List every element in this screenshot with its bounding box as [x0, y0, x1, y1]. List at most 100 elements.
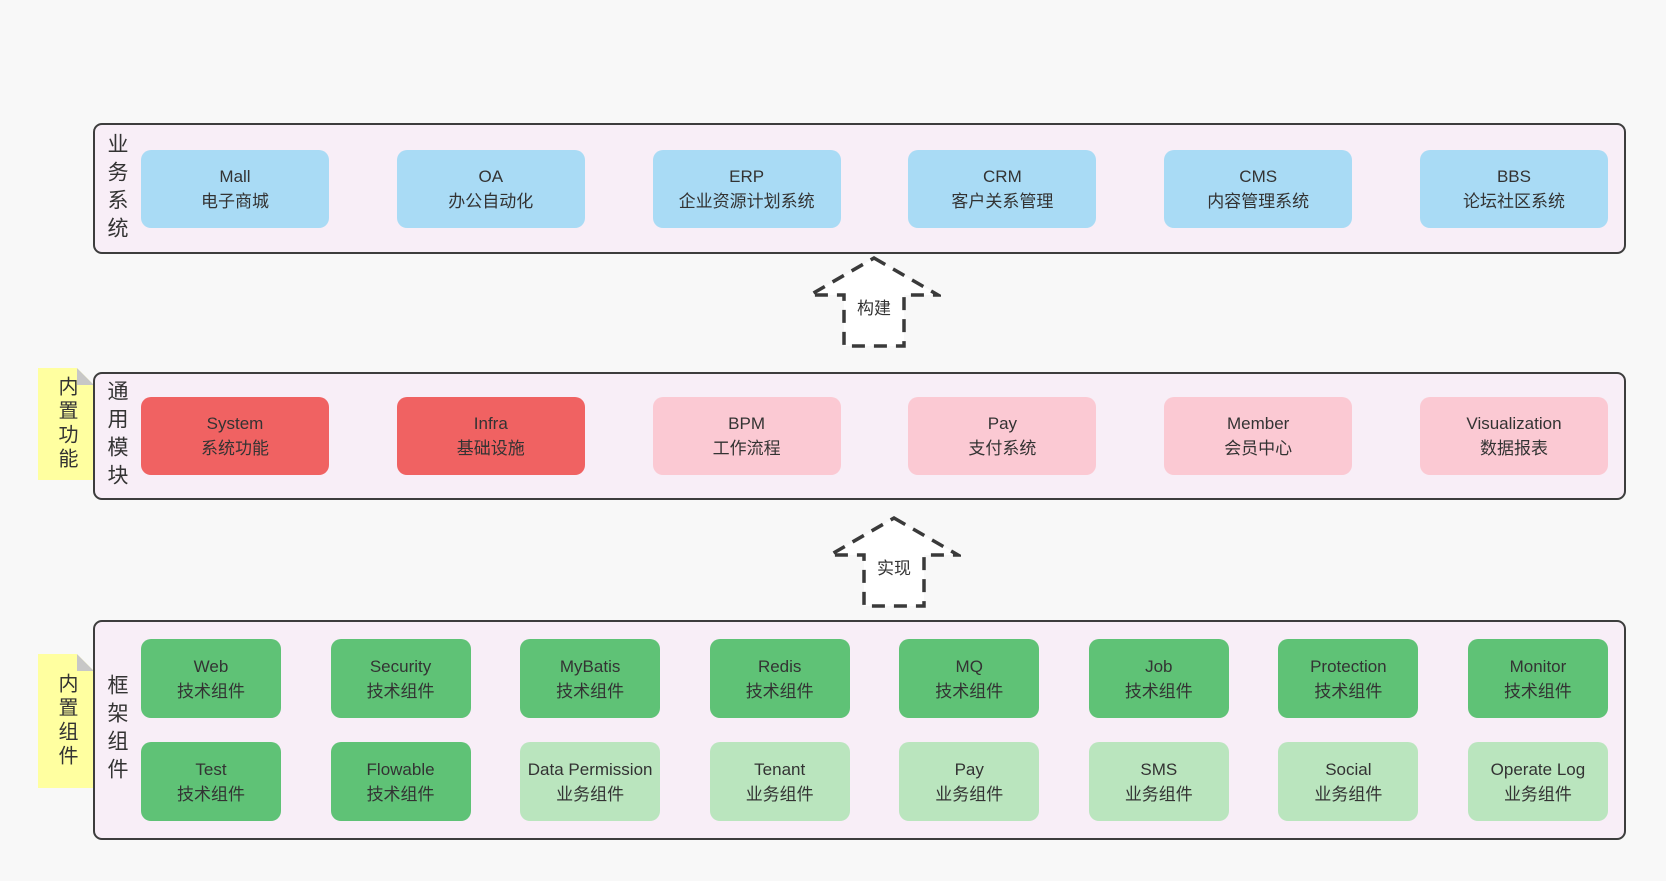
box-crm: CRM 客户关系管理	[908, 149, 1097, 228]
build-arrow-label: 构建	[854, 293, 894, 320]
builtin-components-note-text: 内置组件	[55, 673, 77, 769]
box-social: Social 业务组件	[1278, 742, 1419, 821]
box-subtitle: 业务组件	[556, 784, 625, 804]
box-title: CMS	[1239, 166, 1278, 186]
note-fold-corner-icon	[77, 368, 94, 385]
box-subtitle: 支付系统	[968, 439, 1037, 458]
box-subtitle: 系统功能	[201, 439, 269, 458]
box-title: Social	[1325, 759, 1372, 779]
box-test: Test 技术组件	[141, 742, 281, 821]
box-subtitle: 业务组件	[1314, 784, 1383, 804]
box-cms: CMS 内容管理系统	[1164, 149, 1353, 228]
box-title: ERP	[729, 166, 765, 186]
box-bbs: BBS 论坛社区系统	[1419, 149, 1608, 228]
box-job: Job 技术组件	[1088, 639, 1229, 718]
box-subtitle: 基础设施	[456, 439, 525, 458]
box-subtitle: 技术组件	[1124, 681, 1193, 701]
box-sms: SMS 业务组件	[1088, 742, 1229, 821]
box-subtitle: 技术组件	[366, 681, 435, 701]
box-title: Protection	[1310, 656, 1387, 676]
box-pay: Pay 支付系统	[908, 397, 1097, 475]
box-subtitle: 技术组件	[1503, 681, 1572, 701]
box-subtitle: 业务组件	[745, 784, 814, 804]
box-redis: Redis 技术组件	[709, 639, 850, 718]
box-title: MyBatis	[559, 656, 621, 676]
box-subtitle: 技术组件	[177, 784, 245, 804]
box-web: Web 技术组件	[141, 639, 281, 718]
box-title: Mall	[219, 166, 251, 186]
box-title: Data Permission	[527, 759, 653, 779]
box-title: Job	[1145, 656, 1173, 676]
box-system: System 系统功能	[141, 397, 329, 475]
box-subtitle: 数据报表	[1479, 439, 1548, 458]
box-tenant: Tenant 业务组件	[709, 742, 850, 821]
box-pay: Pay 业务组件	[899, 742, 1040, 821]
box-title: Redis	[757, 656, 802, 676]
box-security: Security 技术组件	[330, 639, 471, 718]
box-subtitle: 企业资源计划系统	[678, 191, 815, 211]
box-subtitle: 技术组件	[177, 681, 245, 701]
box-title: SMS	[1140, 759, 1178, 779]
box-subtitle: 业务组件	[935, 784, 1004, 804]
box-title: Infra	[473, 414, 508, 433]
box-title: Visualization	[1466, 414, 1562, 433]
box-title: BPM	[728, 414, 766, 433]
box-infra: Infra 基础设施	[396, 397, 585, 475]
box-title: BBS	[1496, 166, 1531, 186]
box-title: CRM	[983, 166, 1022, 186]
box-visualization: Visualization 数据报表	[1419, 397, 1608, 475]
box-title: Pay	[987, 414, 1018, 433]
builtin-features-note-text: 内置功能	[55, 376, 77, 472]
box-title: Member	[1227, 414, 1290, 433]
box-subtitle: 技术组件	[556, 681, 625, 701]
business-systems-label: 业务系统	[105, 132, 128, 245]
box-subtitle: 技术组件	[935, 681, 1004, 701]
box-subtitle: 论坛社区系统	[1462, 191, 1565, 211]
box-title: Monitor	[1509, 656, 1567, 676]
framework-components-label: 框架组件	[105, 674, 128, 786]
box-title: Web	[193, 656, 229, 676]
common-modules-label: 通用模块	[105, 380, 128, 492]
box-subtitle: 电子商城	[201, 191, 269, 211]
box-title: Tenant	[754, 759, 806, 779]
box-title: Security	[369, 656, 432, 676]
box-subtitle: 内容管理系统	[1207, 191, 1310, 211]
implement-up-arrow-icon: 实现	[827, 515, 961, 609]
box-title: Pay	[954, 759, 984, 779]
box-flowable: Flowable 技术组件	[330, 742, 471, 821]
box-data-permission: Data Permission 业务组件	[520, 742, 661, 821]
box-mall: Mall 电子商城	[141, 149, 329, 228]
box-subtitle: 办公自动化	[448, 191, 534, 211]
box-monitor: Monitor 技术组件	[1467, 639, 1608, 718]
build-up-arrow-icon: 构建	[807, 255, 941, 349]
box-erp: ERP 企业资源计划系统	[652, 149, 841, 228]
box-title: Flowable	[366, 759, 435, 779]
box-subtitle: 业务组件	[1503, 784, 1572, 804]
box-subtitle: 业务组件	[1124, 784, 1193, 804]
box-title: System	[206, 414, 264, 433]
box-subtitle: 会员中心	[1224, 439, 1293, 458]
box-member: Member 会员中心	[1164, 397, 1353, 475]
box-title: Test	[195, 759, 227, 779]
box-subtitle: 客户关系管理	[951, 191, 1054, 211]
implement-arrow-label: 实现	[874, 553, 914, 580]
box-subtitle: 技术组件	[366, 784, 435, 804]
box-subtitle: 技术组件	[745, 681, 814, 701]
box-mybatis: MyBatis 技术组件	[520, 639, 661, 718]
